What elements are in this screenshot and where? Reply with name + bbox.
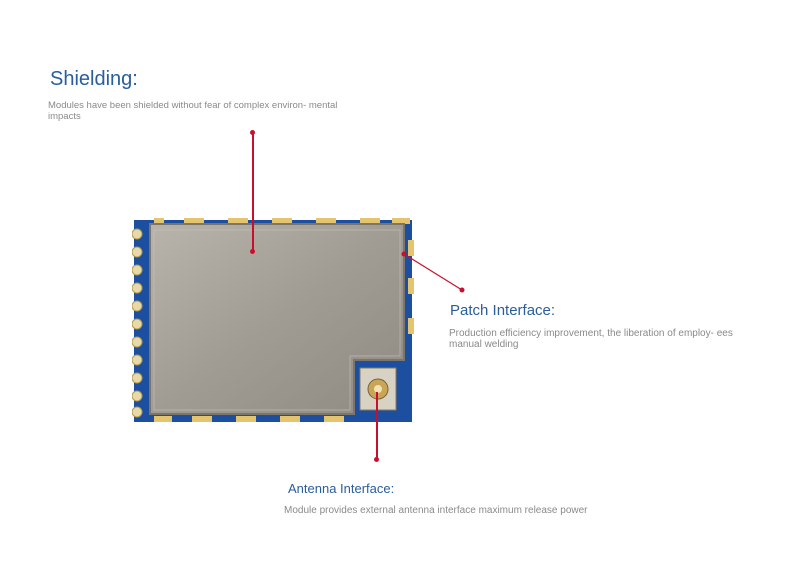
patch-interface-title: Patch Interface:	[450, 302, 556, 319]
shielding-title: Shielding:	[50, 68, 138, 90]
shielding-anchor-dot	[250, 249, 255, 254]
antenna-pointer-line	[376, 392, 378, 458]
right-solder-pads	[408, 240, 414, 334]
antenna-interface-title: Antenna Interface:	[288, 481, 395, 496]
antenna-interface-description: Module provides external antenna interfa…	[284, 505, 588, 516]
shielding-description: Modules have been shielded without fear …	[48, 100, 338, 122]
top-solder-pads	[154, 218, 410, 224]
antenna-pointer-dot	[374, 457, 379, 462]
bottom-solder-pads	[154, 416, 344, 422]
left-castellated-pads	[132, 228, 143, 418]
wifi-module-image	[132, 218, 414, 422]
patch-interface-description: Production efficiency improvement, the l…	[449, 328, 733, 350]
patch-interface-pointer	[401, 251, 465, 293]
shielding-pointer-line	[252, 133, 254, 251]
shield-can	[149, 223, 405, 415]
shielding-pointer-dot	[250, 130, 255, 135]
